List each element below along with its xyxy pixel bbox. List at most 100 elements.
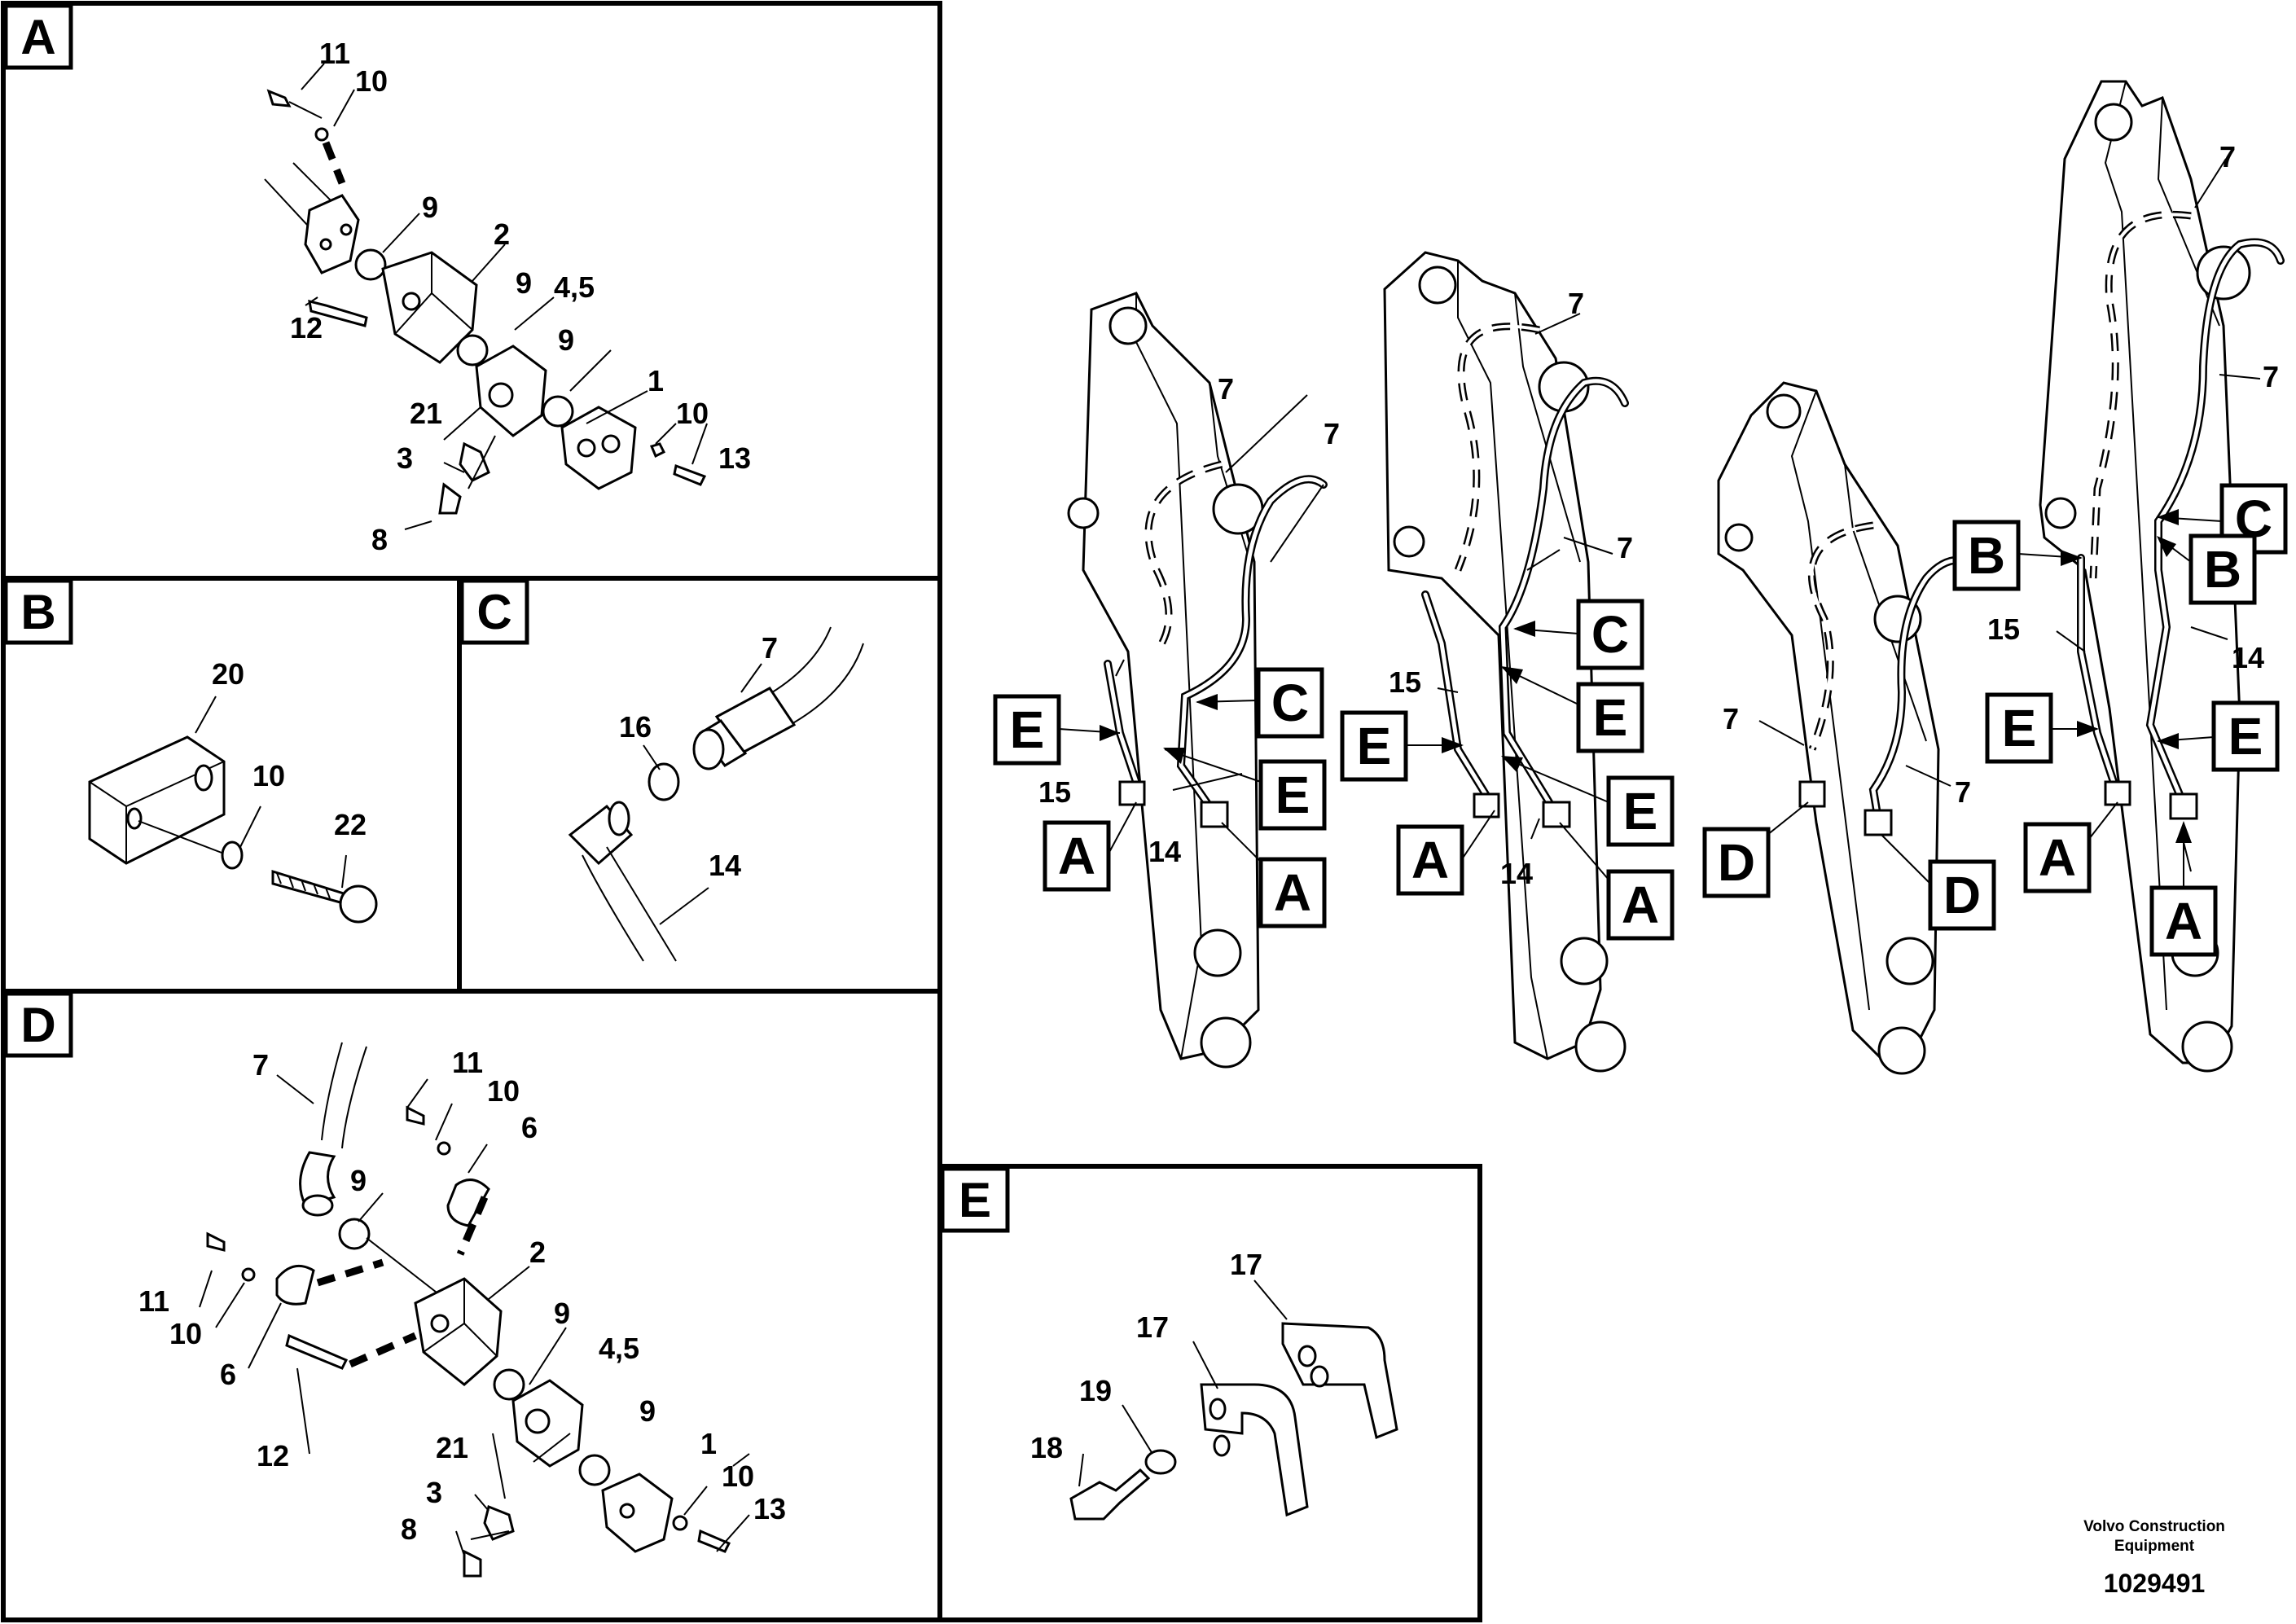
boom1-marker-a-left: A: [1043, 801, 1137, 892]
footer: Volvo Construction Equipment 1029491: [2083, 1518, 2225, 1598]
callout-d-1: 1: [700, 1427, 717, 1460]
panel-d: D: [3, 991, 786, 1578]
boom3-marker-d-right: D: [1881, 834, 1996, 931]
boom1-callout-7b: 7: [1324, 417, 1340, 450]
callout-e-17: 17: [1230, 1248, 1262, 1281]
callout-d-3: 3: [426, 1476, 442, 1509]
svg-text:C: C: [476, 585, 511, 639]
callout-d-9: 9: [350, 1164, 367, 1197]
brand-line-2: Equipment: [2114, 1538, 2195, 1555]
callout-d-2: 2: [529, 1236, 546, 1269]
panel-d-callouts: 7 11 10 6 9 2 11 10 6 9 4,5 12 21 9 3 1 …: [138, 1046, 786, 1556]
callout-d-21: 21: [436, 1431, 468, 1464]
callout-a-3: 3: [397, 441, 413, 475]
svg-text:B: B: [1968, 526, 2005, 585]
panel-a: A: [3, 3, 751, 556]
boom2-callout-15: 15: [1389, 665, 1421, 699]
boom-4: 7 7 15 14 B C B E: [1952, 80, 2288, 1073]
boom1-callout-15: 15: [1038, 775, 1071, 809]
callout-a-9c: 9: [558, 323, 574, 357]
callout-a-9: 9: [422, 191, 438, 224]
panel-e: E 17 17 19 18: [940, 1166, 1398, 1521]
callout-d-10: 10: [487, 1074, 520, 1108]
panel-a-callouts: 11 10 9 2 9 4,5 9 1 10 13 12 21 3 8: [290, 37, 751, 556]
callout-d-6b: 6: [220, 1358, 236, 1391]
boom3-marker-d-left: D: [1702, 801, 1809, 898]
boom2-marker-e-top: E: [1501, 666, 1644, 753]
boom2-marker-e-right: E: [1501, 756, 1675, 847]
svg-text:E: E: [1010, 700, 1045, 759]
boom4-marker-e-left: E: [1985, 692, 2099, 764]
boom3-callout-7a: 7: [1723, 702, 1739, 735]
svg-text:D: D: [20, 998, 55, 1052]
callout-a-1: 1: [648, 364, 664, 397]
svg-text:E: E: [2228, 707, 2263, 766]
panel-c-label-box: C: [459, 578, 529, 645]
boom-2: 7 7 15 14 C E E E: [1340, 251, 1675, 1073]
svg-text:E: E: [1275, 766, 1310, 824]
callout-b-10: 10: [252, 759, 285, 792]
boom3-callout-7b: 7: [1955, 775, 1971, 809]
callout-a-9b: 9: [516, 266, 532, 300]
panel-c: C 7 16 14: [459, 578, 864, 962]
callout-c-7: 7: [762, 631, 778, 665]
callout-a-10: 10: [355, 64, 388, 98]
boom4-callout-7b: 7: [2263, 360, 2279, 393]
callout-d-12: 12: [257, 1439, 289, 1473]
svg-text:A: A: [1411, 831, 1449, 889]
svg-text:D: D: [1718, 833, 1755, 892]
callout-d-8: 8: [401, 1512, 417, 1546]
svg-text:E: E: [2002, 699, 2037, 757]
document-number: 1029491: [2104, 1569, 2206, 1598]
svg-text:A: A: [1622, 876, 1659, 934]
boom2-callout-7b: 7: [1617, 531, 1633, 564]
boom-1: 7 7 15 14 E C E A A: [993, 292, 1340, 1069]
boom4-marker-a-right: A: [2149, 821, 2218, 957]
svg-text:A: A: [1274, 863, 1311, 922]
callout-c-16: 16: [619, 710, 652, 744]
boom4-callout-7a: 7: [2219, 140, 2236, 173]
boom1-marker-a-right: A: [1221, 822, 1327, 928]
boom4-callout-15: 15: [1987, 612, 2020, 646]
boom1-callout-14: 14: [1148, 835, 1181, 868]
callout-d-10c: 10: [722, 1459, 754, 1493]
svg-text:A: A: [2039, 828, 2076, 887]
callout-e-18: 18: [1030, 1431, 1063, 1464]
callout-b-20: 20: [212, 657, 244, 691]
panel-e-parts: 17 17 19 18: [1030, 1248, 1398, 1521]
boom1-marker-c: C: [1196, 667, 1324, 739]
callout-d-6: 6: [521, 1111, 538, 1144]
panel-frames: [1, 1, 1482, 1622]
callout-a-21: 21: [410, 397, 442, 430]
callout-d-10b: 10: [169, 1317, 202, 1350]
boom2-marker-a-left: A: [1396, 810, 1495, 896]
boom4-callout-14: 14: [2232, 641, 2264, 674]
panel-c-parts: 7 16 14: [568, 626, 864, 962]
svg-text:A: A: [2165, 892, 2202, 950]
boom-3: 7 7 D D: [1702, 381, 1996, 1075]
boom4-marker-e-right: E: [2157, 700, 2280, 772]
boom2-marker-a-right: A: [1559, 822, 1675, 941]
callout-a-10b: 10: [676, 397, 709, 430]
callout-a-8: 8: [371, 523, 388, 556]
panel-d-label-box: D: [3, 991, 73, 1058]
boom2-callout-7a: 7: [1568, 287, 1584, 320]
callout-b-22: 22: [334, 808, 367, 841]
callout-d-11b: 11: [138, 1284, 169, 1318]
boom1-marker-e-right: E: [1163, 748, 1327, 831]
svg-text:B: B: [20, 585, 55, 639]
svg-text:A: A: [20, 10, 55, 64]
boom4-marker-a-left: A: [2023, 801, 2118, 893]
boom2-marker-e-left: E: [1340, 710, 1464, 782]
boom1-callout-7a: 7: [1218, 372, 1234, 406]
callout-d-11: 11: [452, 1046, 483, 1079]
svg-text:B: B: [2204, 540, 2241, 599]
callout-c-14: 14: [709, 849, 741, 882]
panel-d-parts: [206, 1042, 731, 1578]
callout-d-45: 4,5: [599, 1332, 639, 1365]
callout-a-12: 12: [290, 311, 323, 345]
callout-e-19: 19: [1079, 1374, 1112, 1407]
callout-d-7: 7: [252, 1048, 269, 1082]
brand-line-1: Volvo Construction: [2083, 1518, 2225, 1535]
